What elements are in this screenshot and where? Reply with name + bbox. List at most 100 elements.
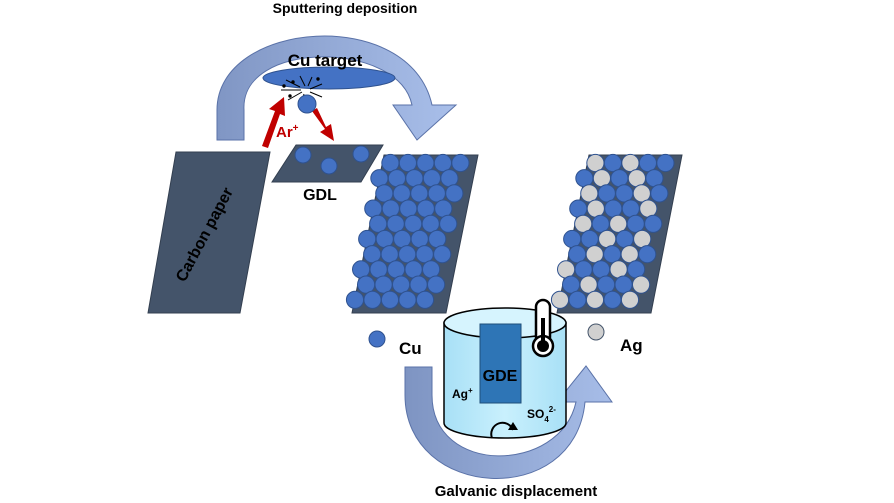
ag-particle (574, 214, 593, 233)
cu-particle (575, 169, 594, 188)
cu-particle (614, 275, 633, 294)
ag-particle (620, 245, 639, 264)
ag-particle (598, 229, 617, 249)
cu-particle (399, 199, 418, 218)
ar-arrow-up (262, 97, 285, 148)
cu-particle (422, 260, 441, 279)
cu-particle (369, 214, 388, 233)
ag-particle (557, 260, 576, 279)
ag-particle (609, 214, 628, 233)
cu-particle (410, 184, 429, 203)
ag-particle (580, 184, 599, 203)
cu-particle (421, 214, 440, 233)
cu-particle (381, 153, 400, 173)
cu-particle (615, 184, 634, 203)
cu-particle (387, 260, 406, 279)
ag-particle (585, 290, 605, 309)
cu-particle (603, 153, 623, 173)
cu-particle (626, 214, 645, 233)
cu-particle (387, 169, 406, 188)
cu-particle (591, 214, 610, 233)
thermometer-icon (531, 298, 555, 358)
galvanic-title: Galvanic displacement (435, 483, 598, 500)
cu-particle (427, 275, 446, 294)
cu-particle (597, 184, 616, 203)
ag-particle (586, 199, 605, 218)
cu-particle (656, 153, 675, 173)
cu-particle (603, 290, 622, 309)
stir-arrow-icon (490, 421, 518, 439)
cu-particle (562, 275, 581, 294)
cu-particle (445, 184, 464, 203)
cu-particle (597, 275, 616, 294)
cu-particle (610, 169, 629, 188)
cu-legend-particle (368, 330, 386, 348)
ag-particle (632, 184, 651, 203)
cu-particle (592, 260, 611, 279)
cu-particle (375, 229, 394, 249)
cu-particle (638, 153, 658, 173)
cu-particle (398, 245, 417, 264)
cu-legend-label: Cu (399, 339, 422, 358)
cu-particle (627, 260, 646, 279)
cu-particle (415, 290, 435, 309)
ag-particle (633, 229, 652, 249)
ag-particle (639, 199, 658, 218)
cu-particle (568, 290, 587, 309)
gdl-particle (320, 157, 338, 175)
cu-particle (404, 214, 423, 233)
cu-particle (433, 153, 452, 173)
cu-particle (645, 169, 664, 188)
cu-particle (369, 260, 388, 279)
ag-particle (627, 169, 647, 188)
ag-particle (620, 290, 640, 309)
ag-particle (579, 275, 598, 294)
ag-legend-label: Ag (620, 336, 643, 355)
cu-ag-particle-layer (550, 153, 675, 309)
cu-particle (638, 245, 657, 264)
cu-particle (363, 290, 382, 309)
sulfate-label: SO42- (527, 405, 556, 424)
cu-particle (409, 275, 428, 294)
gdl-particle (352, 145, 370, 163)
cu-particle (415, 245, 434, 264)
ag-particle (632, 275, 651, 294)
cu-particle (386, 214, 405, 233)
ar-arrow-down (312, 108, 334, 141)
cu-particle (422, 169, 441, 188)
cu-particle (358, 229, 377, 249)
ag-particle (585, 245, 604, 264)
cu-particle (427, 184, 446, 203)
gde-label: GDE (483, 368, 518, 385)
cu-particle (563, 229, 582, 249)
ag-ion-label: Ag+ (452, 386, 473, 401)
cu-particle (375, 184, 394, 203)
ag-particle (609, 260, 628, 279)
cu-particle (580, 229, 599, 249)
cu-particle (650, 184, 669, 203)
cu-particle (434, 199, 453, 218)
ag-particle (592, 169, 612, 188)
sputtered-cu-particle (297, 94, 317, 114)
cu-particle (416, 153, 435, 173)
galvanic-arrow (404, 365, 613, 479)
cu-particle (604, 199, 623, 218)
cu-particle (569, 199, 588, 218)
cu-particle (568, 245, 587, 264)
cu-particle (439, 214, 458, 233)
ag-particle (550, 290, 570, 309)
cu-particle (357, 275, 376, 294)
ag-particle (621, 153, 640, 173)
carbon-paper-sheet (147, 151, 271, 314)
sputtering-arrow (216, 35, 458, 141)
cu-particle (574, 260, 593, 279)
cu-particle (363, 245, 382, 264)
cu-particle (352, 260, 371, 279)
cu-particle (405, 169, 424, 188)
gde-electrode (479, 323, 522, 404)
cu-particle (370, 169, 389, 188)
cu-particle (410, 229, 429, 249)
cu-particle (404, 260, 423, 279)
cu-particle (621, 199, 640, 218)
